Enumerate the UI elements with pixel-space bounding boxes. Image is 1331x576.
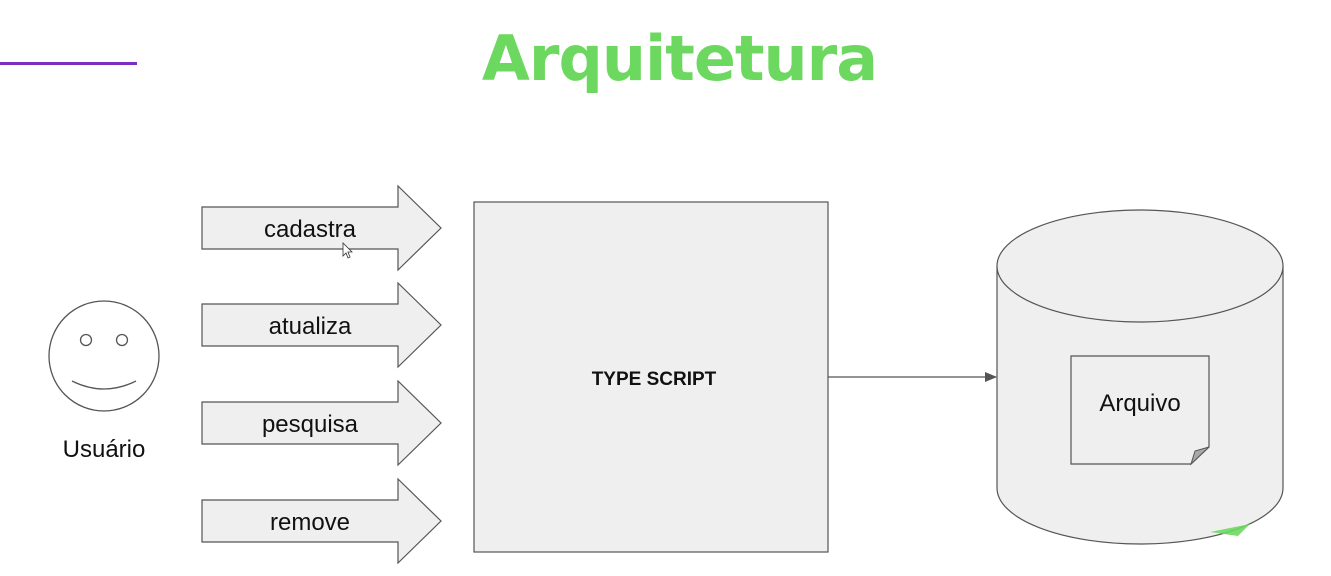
action-label: pesquisa [262,411,359,438]
accent-line [0,62,137,65]
user-smiley-icon [48,300,160,412]
action-label: atualiza [269,313,352,340]
action-arrow-pesquisa: pesquisa [201,379,442,467]
typescript-label: TYPE SCRIPT [592,369,717,390]
action-label: remove [270,509,350,536]
typescript-box [473,201,829,553]
user-label: Usuário [63,436,146,463]
file-label: Arquivo [1099,390,1180,417]
mouse-cursor-icon [342,242,353,259]
action-arrow-atualiza: atualiza [201,281,442,369]
action-arrow-remove: remove [201,477,442,565]
file-note-icon [1070,355,1210,466]
action-label: cadastra [264,216,357,243]
action-arrow-cadastra: cadastra [201,184,442,272]
page-title: Arquitetura [481,22,878,95]
